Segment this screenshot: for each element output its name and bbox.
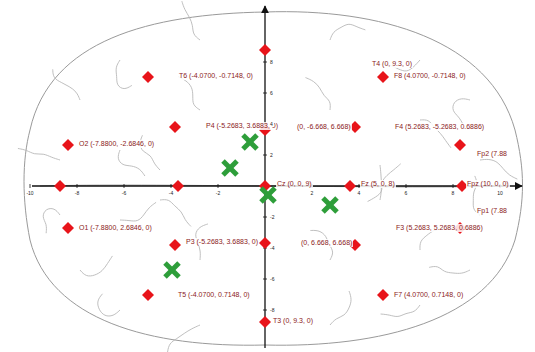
electrode-label: F8 (4.0700, -0.7148, 0) <box>393 72 467 80</box>
axis-tick-number: -4 <box>269 245 275 251</box>
axis-tick-number: 6 <box>404 190 409 196</box>
axis-tick-number: -6 <box>269 276 275 282</box>
coordinate-axes <box>32 6 522 348</box>
electrode-label: (0, 6.668, 6.668) <box>300 239 353 247</box>
axis-tick-number: -8 <box>74 190 80 196</box>
brain-outline <box>24 12 523 346</box>
axis-tick-number: 8 <box>451 190 456 196</box>
axis-tick-number: 2 <box>310 190 315 196</box>
electrode-label: Cz (0, 0, 9) <box>276 180 313 188</box>
electrode-label: P3 (-5.2683, 3.6883, 0) <box>185 238 259 246</box>
electrode-label: O1 (-7.8800, 2.6846, 0) <box>78 224 153 232</box>
electrode-label: T6 (-4.0700, -0.7148, 0) <box>178 72 254 80</box>
electrode-label: F4 (5.2683, -5.2683, 0.6886) <box>394 123 485 131</box>
electrode-label: T3 (0, 9.3, 0) <box>272 317 314 325</box>
electrode-label: F3 (5.2683, 5.2683, 0.6886) <box>395 224 484 232</box>
electrode-label: T4 (0, 9.3, 0) <box>371 60 413 68</box>
axis-tick-number: -2 <box>215 190 221 196</box>
axis-tick-number: 4 <box>269 121 274 127</box>
electrode-diamonds <box>54 44 468 328</box>
electrode-label: Fz (5, 0, 8) <box>360 180 396 188</box>
axis-ticks <box>30 62 500 310</box>
axis-tick-number: 10 <box>496 190 504 196</box>
axis-tick-number: -8 <box>269 307 275 313</box>
axis-tick-number: 4 <box>357 190 362 196</box>
axis-tick-number: 2 <box>269 152 274 158</box>
axis-tick-number: 8 <box>269 59 274 65</box>
source-crosses <box>165 135 337 277</box>
axis-tick-number: -10 <box>25 190 34 196</box>
electrode-label: Fp2 (7.88 <box>476 150 508 158</box>
electrode-label: P4 (-5.2683, 3.6883, 0) <box>205 122 279 130</box>
electrode-label: (0, -6.668, 6.668) <box>296 123 352 131</box>
axis-tick-number: -4 <box>168 190 174 196</box>
axis-tick-number: -6 <box>121 190 127 196</box>
electrode-label: Fp1 (7.88 <box>476 207 508 215</box>
electrode-label: O2 (-7.8800, -2.6846, 0) <box>78 140 155 148</box>
electrode-label: T5 (-4.0700, 0.7148, 0) <box>177 291 251 299</box>
axis-tick-number: -2 <box>269 214 275 220</box>
brain-gyri <box>18 1 517 352</box>
electrode-label: Fpz (10, 0, 0) <box>466 180 510 188</box>
axis-tick-number: 6 <box>269 90 274 96</box>
electrode-label: F7 (4.0700, 0.7148, 0) <box>393 291 464 299</box>
